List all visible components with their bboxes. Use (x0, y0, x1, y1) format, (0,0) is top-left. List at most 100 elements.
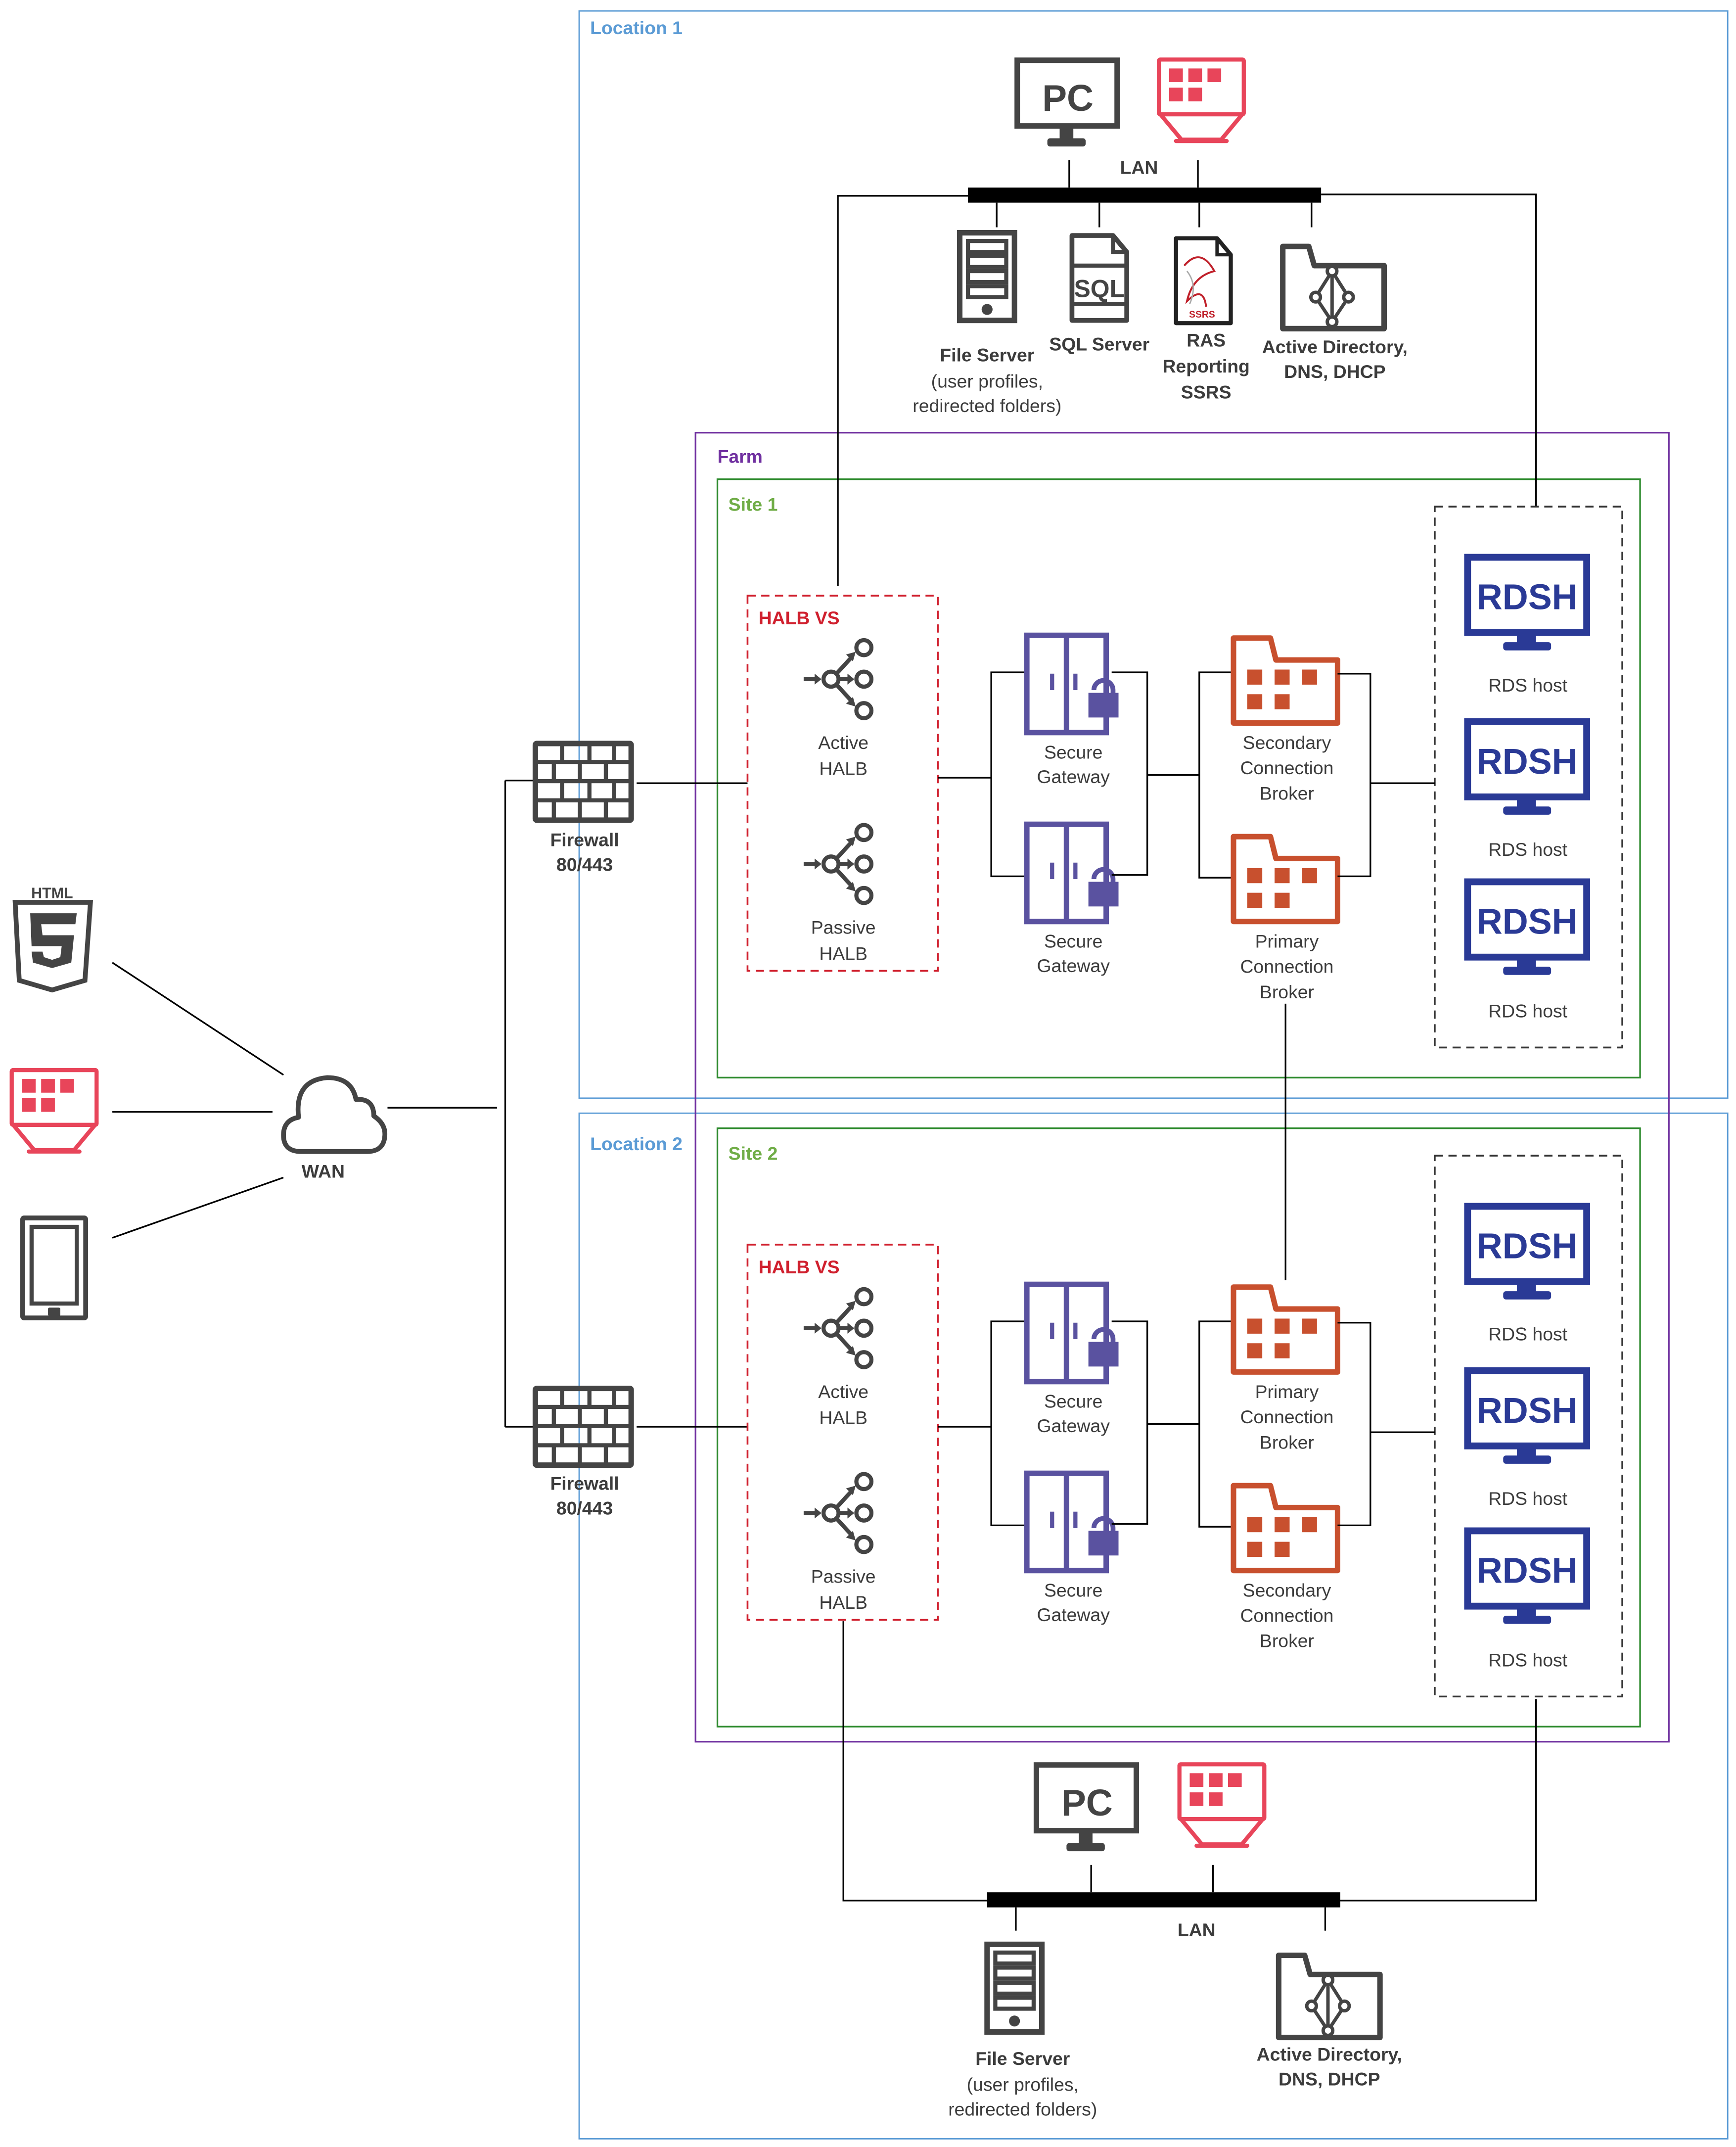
l2-file-server-label: File Server (975, 2048, 1070, 2069)
l1-file-server-sub1: (user profiles, (931, 371, 1043, 391)
location-1-title: Location 1 (590, 17, 683, 38)
tablet-icon (20, 1215, 89, 1320)
l1-lan-to-rdsh-link (1321, 193, 1537, 507)
site-1-gw-right-bracket (1111, 671, 1148, 876)
rdsh-monitor-icon: RDSH (1467, 722, 1587, 815)
wan-label: WAN (302, 1161, 345, 1181)
site-2-broker-label-3: Broker (1260, 1432, 1314, 1452)
site-2-broker-label-1: Secondary (1243, 1580, 1331, 1600)
location-2-lan-label: LAN (1178, 1919, 1216, 1940)
location-2-thin-client-icon (1180, 1764, 1265, 1846)
wan-cloud-icon (281, 1075, 388, 1154)
ssrs-reporting-icon: SSRS (1174, 236, 1233, 326)
svg-text:SQL: SQL (1074, 275, 1125, 303)
site-2-rds-host-label: RDS host (1488, 1324, 1567, 1345)
site-1-broker-label-3: Broker (1260, 783, 1314, 803)
html5-icon (12, 900, 93, 993)
site-2-broker-label-1: Primary (1255, 1381, 1319, 1402)
location-1-thin-client-icon (1159, 59, 1244, 141)
location-2-container (578, 1112, 1729, 2140)
site-1-rds-host-label: RDS host (1488, 839, 1567, 860)
site-2-rdsh-group (1434, 1155, 1623, 1698)
site-1-secure-gateway-icon (1027, 635, 1118, 733)
location-2-active-directory-icon (1279, 1956, 1380, 2038)
site-2-connection-broker-icon (1233, 1287, 1337, 1372)
site-1-broker-left-bracket (1198, 671, 1231, 879)
l1-file-server-sub2: redirected folders) (913, 395, 1061, 416)
site-1-halb-label-1-1: Passive (811, 917, 876, 938)
site-2-halb-label-0-1: Active (818, 1381, 868, 1402)
site-2-components: HALB VSActiveHALBPassiveHALBSecureGatewa… (746, 1155, 1623, 1698)
location-2-lan-bus (987, 1892, 1340, 1908)
site-1-components: HALB VSActiveHALBPassiveHALBSecureGatewa… (746, 506, 1623, 1049)
rdsh-text: RDSH (1477, 1227, 1578, 1266)
site-1-halb-vs-title: HALB VS (759, 607, 840, 628)
site-1-gateway-label-2: Gateway (1037, 955, 1110, 976)
site-1-active-halb-icon (804, 640, 871, 718)
site-1-title: Site 1 (729, 494, 778, 514)
location-2-pc-icon: PC (1036, 1765, 1136, 1851)
site-2-halb-vs-group (746, 1244, 939, 1621)
html5-label: HTML (31, 885, 73, 902)
site-1-rds-host-label: RDS host (1488, 1001, 1567, 1022)
site-2-secure-gateway-icon (1027, 1284, 1118, 1382)
location-1-lan-bus (968, 187, 1322, 203)
site-2-halb-vs-title: HALB VS (759, 1257, 840, 1277)
firewall-1-label: Firewall (550, 830, 619, 850)
rdsh-monitor-icon: RDSH (1467, 1206, 1587, 1299)
l1-file-server-label: File Server (940, 345, 1034, 366)
site-2-gateway-label-2: Gateway (1037, 1604, 1110, 1625)
l2-ad-label-2: DNS, DHCP (1279, 2068, 1380, 2089)
site-2-connection-broker-icon (1233, 1486, 1337, 1571)
site-2-broker-label-3: Broker (1260, 1631, 1314, 1651)
site-2-title: Site 2 (729, 1143, 778, 1164)
site-1-passive-halb-icon (804, 825, 871, 903)
rdsh-monitor-icon: RDSH (1467, 1531, 1587, 1624)
l2-lan-to-halb-link (842, 1621, 987, 1902)
rdsh-monitor-icon: RDSH (1467, 1371, 1587, 1464)
site-2-gateway-label-1: Secure (1044, 1391, 1102, 1411)
site-1-gateway-label-1: Secure (1044, 742, 1102, 762)
site-2-gw-left-bracket (990, 1320, 1024, 1527)
location-1-container (578, 10, 1729, 1099)
rdsh-text: RDSH (1477, 742, 1578, 782)
site-2-halb-label-1-2: HALB (819, 1592, 868, 1613)
farm-container (694, 431, 1670, 1743)
svg-text:SSRS: SSRS (1189, 309, 1215, 320)
site-1-rds-host-label: RDS host (1488, 675, 1567, 696)
site-2-gateway-label-1: Secure (1044, 1580, 1102, 1600)
site-2-passive-halb-icon (804, 1474, 871, 1552)
l1-lan-to-halb-link (837, 195, 968, 586)
site-1-broker-label-3: Broker (1260, 981, 1314, 1002)
ssrs-label-2: Reporting (1162, 356, 1249, 376)
site-1-container (716, 478, 1641, 1078)
site-2-rds-host-label: RDS host (1488, 1649, 1567, 1670)
site-1-connection-broker-icon (1233, 837, 1337, 922)
site-2-gw-right-bracket (1111, 1320, 1148, 1525)
ssrs-label-1: RAS (1187, 329, 1226, 350)
site-1-halb-label-0-2: HALB (819, 758, 868, 779)
sql-server-label: SQL Server (1049, 334, 1149, 355)
location-1-file-server-icon (959, 233, 1014, 321)
site-1-secure-gateway-icon (1027, 824, 1118, 922)
html5-to-wan-link (112, 962, 284, 1076)
site-2-halb-label-0-2: HALB (819, 1407, 868, 1428)
ssrs-label-3: SSRS (1181, 381, 1232, 402)
site-1-halb-vs-group (746, 595, 939, 972)
site-1-halb-label-0-1: Active (818, 732, 868, 753)
l2-file-server-sub2: redirected folders) (948, 2099, 1097, 2119)
site-2-broker-label-2: Connection (1240, 1605, 1333, 1626)
location-2-file-server-icon (987, 1944, 1042, 2032)
svg-text:PC: PC (1042, 77, 1094, 119)
site-2-active-halb-icon (804, 1289, 871, 1367)
site-1-broker-label-2: Connection (1240, 757, 1333, 778)
rdsh-monitor-icon: RDSH (1467, 882, 1587, 975)
firewall-2-ports: 80/443 (556, 1497, 613, 1518)
site-2-broker-label-2: Connection (1240, 1406, 1333, 1427)
l2-file-server-sub1: (user profiles, (967, 2074, 1079, 2095)
site-2-broker-right-bracket (1337, 1322, 1371, 1527)
firewall-1-ports: 80/443 (556, 854, 613, 875)
thin-client-icon (12, 1070, 97, 1152)
site-1-broker-label-2: Connection (1240, 956, 1333, 977)
